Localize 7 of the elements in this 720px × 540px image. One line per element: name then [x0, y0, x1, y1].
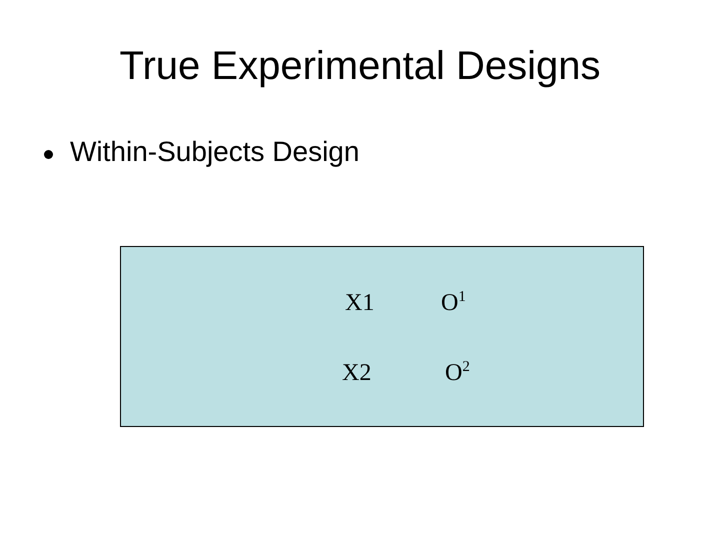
bullet-text: Within-Subjects Design [70, 135, 360, 169]
design-panel [120, 246, 644, 427]
treatment-symbol: X1 [345, 289, 374, 317]
slide-title: True Experimental Designs [118, 43, 602, 90]
treatment-symbol: X2 [342, 359, 372, 387]
observation-symbol: O$^{2}$ [445, 359, 470, 387]
observation-symbol: O$^{1}$ [441, 289, 466, 317]
